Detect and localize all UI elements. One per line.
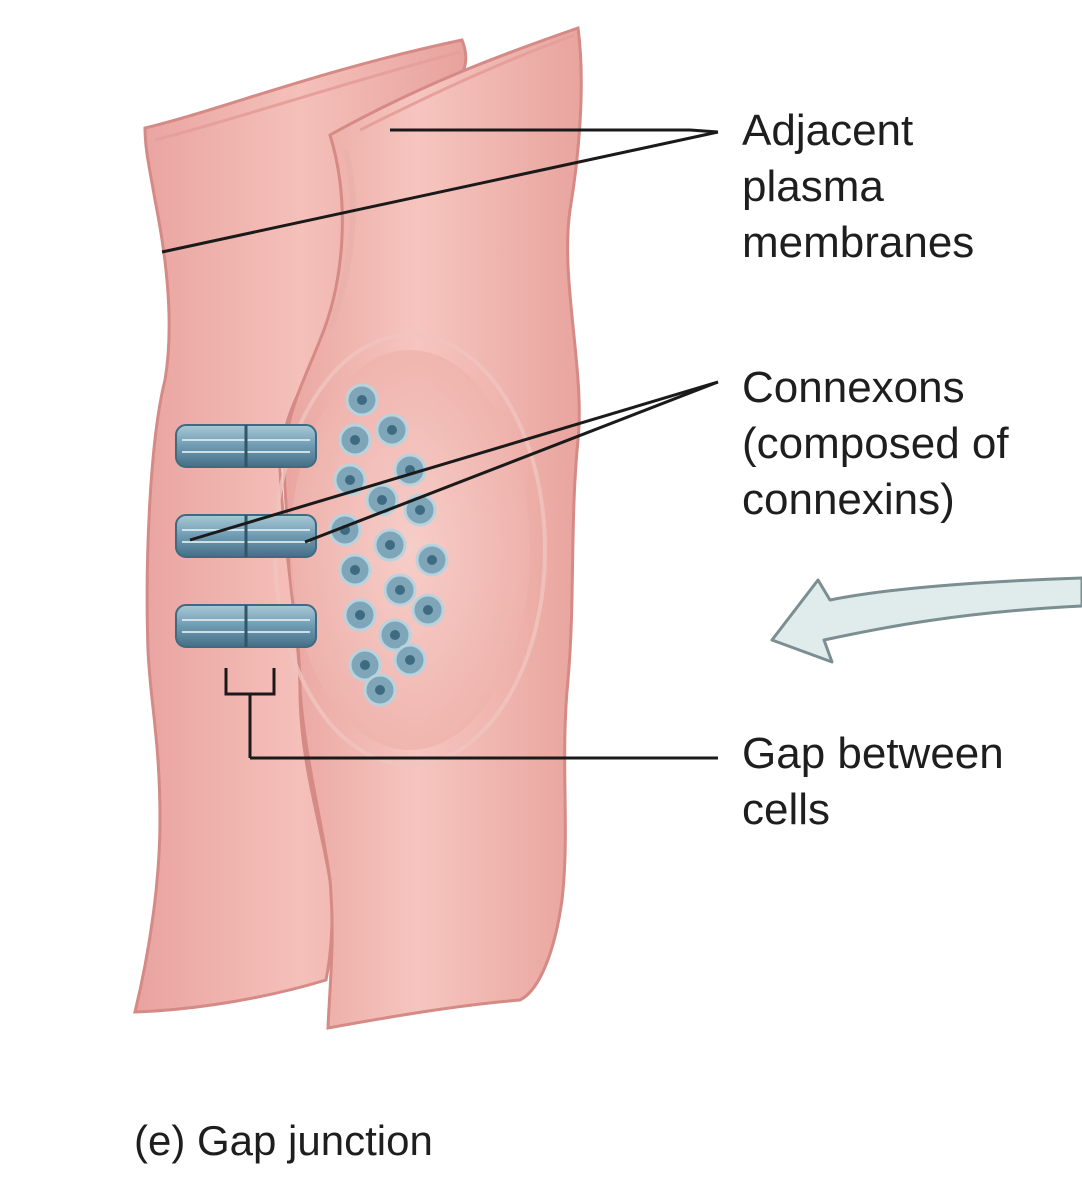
connexon-pore	[360, 660, 370, 670]
label-gap-between-cells: Gap between cells	[742, 729, 1004, 834]
label-adjacent-plasma-membranes: Adjacent plasma membranes	[742, 106, 975, 267]
connexon-pore	[375, 685, 385, 695]
connexon-pore	[427, 555, 437, 565]
connexon-pore	[387, 425, 397, 435]
connexon-pore	[385, 540, 395, 550]
connexon-array	[328, 383, 449, 707]
leader-lines	[161, 128, 719, 760]
connexon-pore	[350, 565, 360, 575]
connexon-channels	[175, 424, 317, 648]
connexon-pore	[395, 585, 405, 595]
connexon-pore	[377, 495, 387, 505]
figure-caption: (e) Gap junction	[134, 1117, 433, 1164]
label-connexons: Connexons (composed of connexins)	[742, 363, 1009, 524]
connexon-pore	[345, 475, 355, 485]
gap-bracket	[224, 668, 276, 758]
connexon-pore	[350, 435, 360, 445]
connexon-pore	[405, 655, 415, 665]
connexon-pore	[423, 605, 433, 615]
connexon-pore	[355, 610, 365, 620]
connexon-pore	[357, 395, 367, 405]
connexon-pore	[415, 505, 425, 515]
connexon-pore	[390, 630, 400, 640]
curved-arrow-icon	[770, 576, 1082, 664]
